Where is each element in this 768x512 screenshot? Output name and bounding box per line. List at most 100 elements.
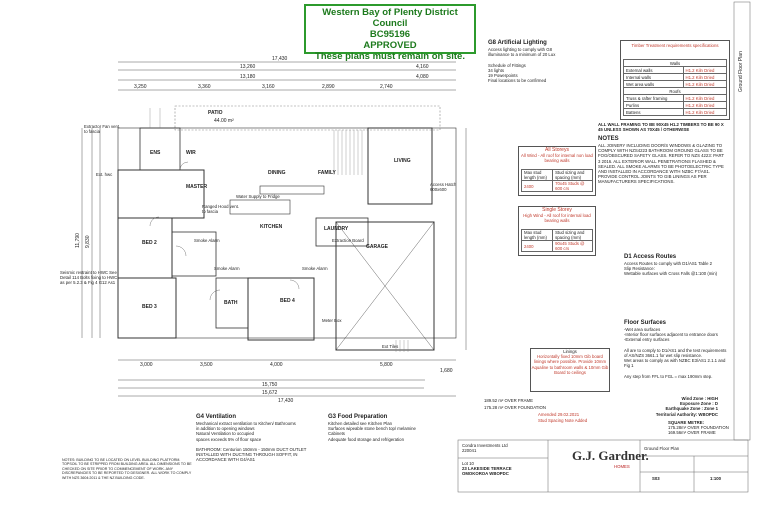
room-kitchen: KITCHEN [260,224,283,230]
lighting-line-5: 34 lights [488,67,505,73]
vent-line-2: in addition to opening windows [196,426,255,432]
exposure-zone: Exposure Zone : D [680,401,718,407]
dim-top-row-5: 2,740 [380,84,393,90]
note-extractor: Extractor Fan vent. to fascia [84,124,121,135]
earthquake-zone: Earthquake Zone : Zone 1 [665,406,718,412]
timber-cell: H1.2 Kiln Dried [682,80,727,88]
walls-all-col2: Stud sizing and spacing (mm) [552,169,593,181]
timber-roofs-header: Roofs [623,87,727,95]
room-garage: GARAGE [366,244,388,250]
walls-single-col1: Max stud length (mm) [520,229,554,241]
gj-gardner-sub: HOMES [614,464,630,469]
amended-line-1: Amended 29.02.2021 [538,412,580,417]
food-line-1: Kitchen detailed see Kitchen Plan [328,421,393,426]
walls-single-val2: 90x45 Studs @ 600 crs [552,240,593,252]
timber-cell: H1.2 Kiln Dried [682,73,727,81]
linings-panel: Linings Horizontally fixed 10mm Gib boar… [530,348,610,392]
note-meter-box: Meter Box [322,318,342,323]
square-metre-block: SQUARE METRE: 175.28m² OVER FOUNDATION 1… [668,420,734,436]
note-smoke-3: Smoke Alarm [302,266,328,271]
job-number: 220041 [462,448,477,454]
walls-single-table: Max stud length (mm)Stud sizing and spac… [520,229,593,252]
note-access-hatch: Access Hatch 600x600 [430,182,457,193]
food-line-4: Adequate food storage and refrigeration [328,436,404,442]
stamp-note: These plans must remain on site. [315,51,465,62]
floor-line-6: Wet areas to comply as with NZBC E3/AS1 … [624,358,726,369]
lighting-line-4: Schedule of Fittings [488,62,526,68]
note-extraction-board: Extraction Board [332,238,364,243]
walls-all-table: Max stud length (mm)Stud sizing and spac… [520,169,593,192]
walls-all-storeys-panel: All Storeys All Wind - All roof for inte… [518,146,596,196]
timber-cell: H1.2 Kiln Dried [682,108,727,116]
note-smoke-2: Smoke Alarm [214,266,240,271]
note-ext-hwc: Ext. hwc [96,172,113,177]
stamp-status: APPROVED [363,40,417,51]
vent-line-3: Natural Ventilation to occupied [196,431,255,437]
area-over-foundation: 175.28 m² OVER FOUNDATION [484,405,546,410]
side-label: Ground Floor Plan [738,51,744,92]
bottom-notes: NOTES: BUILDING TO BE LOCATED ON LEVEL B… [62,458,192,480]
framing-note: ALL WALL FRAMING TO BE 90X45 H1.2 TIMBER… [598,122,724,133]
gj-gardner-logo: G.J. Gardner. [572,448,649,463]
notes-title: NOTES [598,136,619,142]
dim-top-a: 13,260 [240,64,256,70]
timber-cell: Truss & rafter framing [623,94,684,102]
room-ens: ENS [150,150,161,156]
note-seismic: Seismic restraint to HWC See Detail 114 … [60,270,118,286]
wind-zone-block: Wind Zone : HIGH Exposure Zone : D Earth… [640,396,718,417]
floor-line-1: -Wet area surfaces [624,327,661,332]
walls-single-val1: 2400 [520,240,554,252]
sqm-title: SQUARE METRE: [668,420,705,425]
area-over-frame: 189.52 m² OVER FRAME [484,398,533,403]
walls-single-sub: High Wind - All roof for internal load b… [523,213,591,224]
street-address: 23 LAKESIDE TERRACE [462,466,512,472]
room-bed2: BED 2 [142,240,157,246]
timber-walls-header: Walls [623,59,727,67]
room-bed4: BED 4 [280,298,295,304]
linings-title: Linings [563,349,577,354]
access-line-3: Wettable surfaces with Cross Falls @1:10… [624,271,718,277]
sqm-line-2: 169.56m² OVER FRAME [668,430,716,436]
walls-all-val2: 70x45 Studs @ 600 crs [552,180,593,192]
room-bed3: BED 3 [142,304,157,310]
floor-line-5: All are to comply to D1/AS1 and the test… [624,347,727,359]
dim-bottom-right: 1,680 [440,368,453,374]
food-title: G3 Food Preparation [328,414,388,420]
room-dining: DINING [268,170,286,176]
lighting-title: G8 Artificial Lighting [488,40,547,46]
dim-top-row-1: 3,250 [134,84,147,90]
lighting-line-6: 19 Powerpoints [488,73,518,79]
timber-title: Timber Treatment requirements specificat… [631,43,719,48]
lighting-line-7: Final locations to be confirmed [488,78,547,84]
vent-line-8: ACCORDANCE WITH G4/AS1 [196,457,255,463]
locality: OMOKOROA WBOPDC [462,471,509,477]
vent-line-4: spaces exceeds 5% of floor space [196,436,262,442]
note-water: Water Supply to Fridge [236,194,280,199]
timber-cell: H1.2 Kiln Dried [682,94,727,102]
floor-line-2: -Interior floor surfaces adjacent to ent… [624,332,718,338]
walls-single-title: Single Storey [542,207,572,213]
floor-title: Floor Surfaces [624,320,667,326]
room-patio: PATIO [208,110,223,116]
room-master: MASTER [186,184,208,190]
timber-treatment-panel: Timber Treatment requirements specificat… [620,40,730,120]
client-name: Condra Investments Ltd [462,443,508,448]
timber-cell: H1.2 Kiln Dried [682,66,727,74]
walls-all-title: All Storeys [545,147,569,153]
dim-top-row-3: 3,160 [262,84,275,90]
lighting-line-1: Access lighting to comply with G8 [488,47,553,52]
sheet-number: S03 [652,476,660,481]
dim-bottom-row-1: 3,000 [140,362,153,368]
floor-line-8: Any step from FFL to FGL = max 190mm ste… [624,373,713,379]
drawing-title: Ground Floor Plan [644,446,680,451]
access-routes-section: D1 Access Routes Access Routes to comply… [624,254,728,277]
timber-cell: Purlins [623,101,684,109]
walls-single-col2: Stud sizing and spacing (mm) [552,229,593,241]
walls-all-sub: All Wind - All roof for internal non loa… [521,153,593,164]
dim-left-a: 9,830 [85,235,91,248]
dim-top-b: 4,160 [416,64,429,70]
timber-cell: Internal walls [623,73,684,81]
title-block-address: Lot 10 23 LAKESIDE TERRACE OMOKOROA WBOP… [462,461,546,477]
